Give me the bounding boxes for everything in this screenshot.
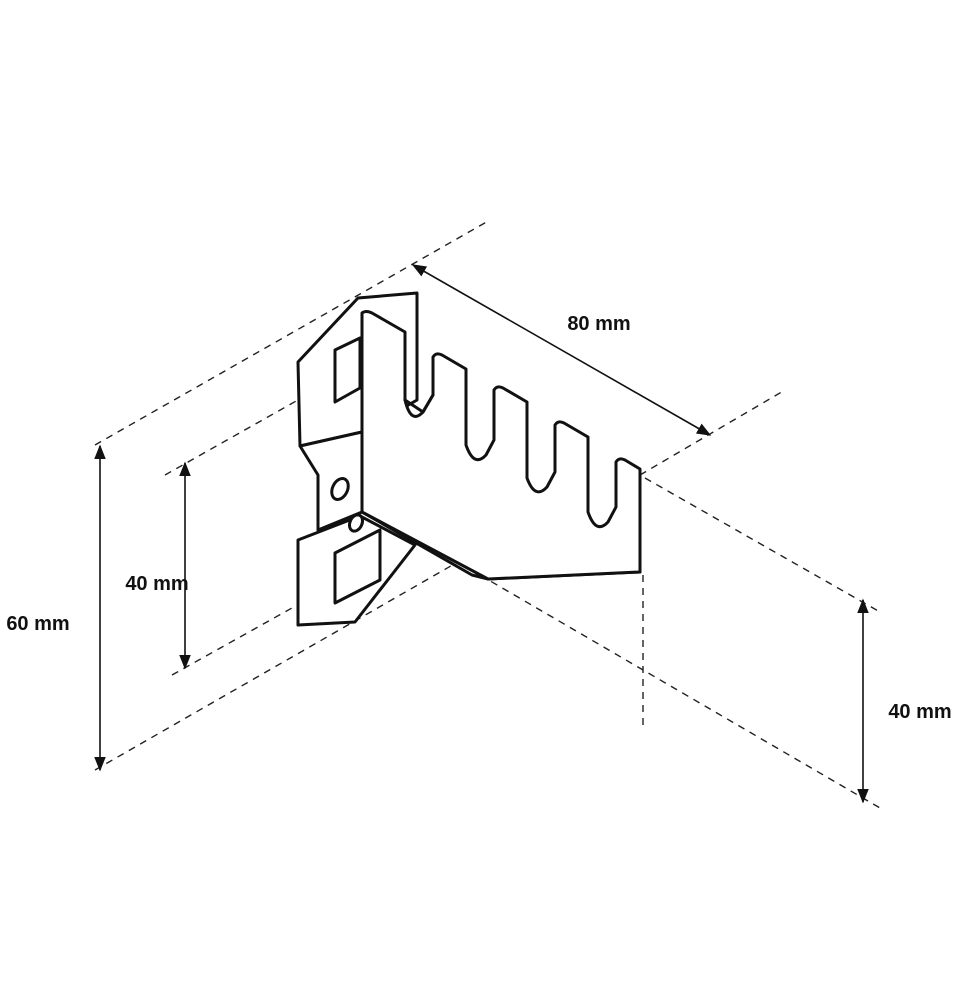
bracket: [296, 291, 642, 627]
label-length: 80 mm: [567, 313, 630, 335]
dim-line-length: [411, 264, 712, 436]
ext-top-front: [639, 389, 786, 476]
plate-slot-lower: [333, 528, 382, 605]
mounting-hole-upper: [330, 477, 350, 501]
ext-front-upper: [644, 477, 881, 613]
mounting-plate-middle: [298, 430, 364, 532]
dimension-labels: 80 mm 60 mm 40 mm 40 mm: [6, 313, 951, 723]
ext-front-lower: [479, 574, 881, 809]
ext-top-back: [94, 219, 491, 446]
tooth-fold: [403, 393, 435, 414]
mounting-hole-lower: [347, 513, 365, 533]
label-height-total: 60 mm: [6, 613, 69, 635]
plate-slot-upper: [333, 336, 362, 404]
dimension-lines: [94, 264, 869, 804]
ext-plate-lower: [171, 569, 361, 676]
hook-toothed-face: [360, 310, 642, 581]
label-height-plate: 40 mm: [125, 573, 188, 595]
label-height-hook: 40 mm: [888, 701, 951, 723]
